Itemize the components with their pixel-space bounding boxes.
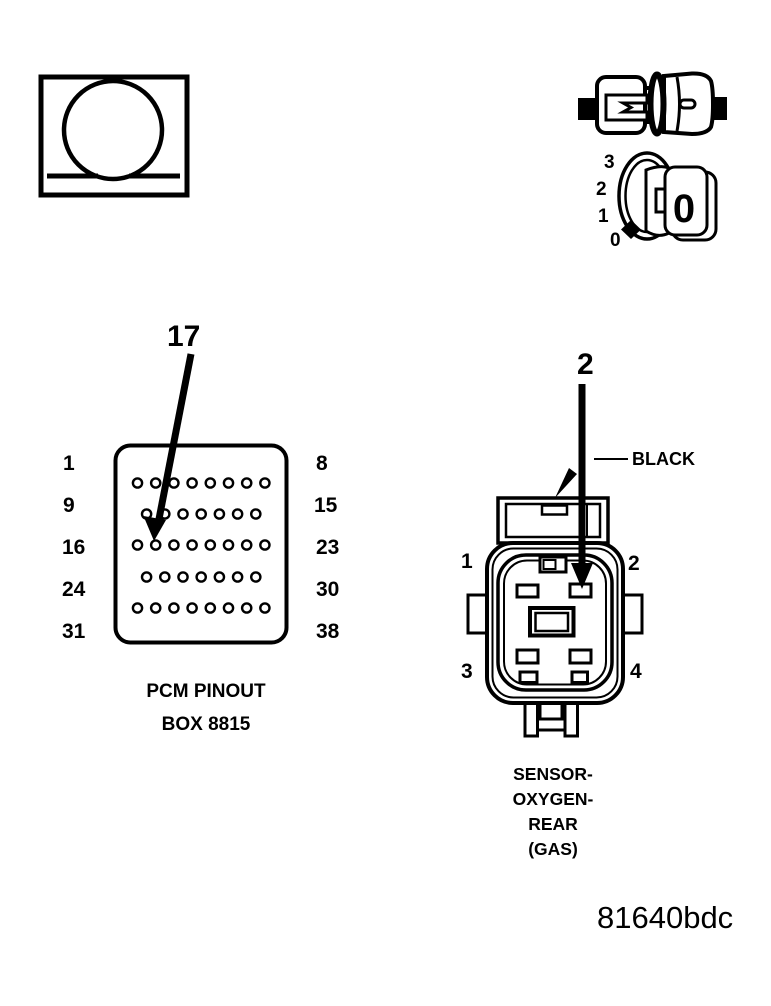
pcm-pin bbox=[240, 477, 253, 489]
cavity-slot-1 bbox=[515, 583, 540, 599]
pcm-row-label-right-8: 8 bbox=[316, 452, 328, 475]
dial-scale-label-0: 0 bbox=[610, 230, 621, 251]
pcm-pin bbox=[186, 539, 198, 551]
pcm-row-label-right-15: 15 bbox=[314, 494, 338, 517]
sensor-cavity-label-4: 4 bbox=[630, 660, 642, 683]
pcm-pin bbox=[177, 571, 189, 583]
sensor-body-second bbox=[491, 547, 619, 699]
pcm-pin bbox=[213, 571, 226, 583]
pcm-pin bbox=[204, 539, 217, 551]
sensor-connector bbox=[466, 458, 644, 738]
pcm-pin bbox=[222, 477, 235, 489]
figure-code: 81640bdc bbox=[597, 900, 734, 935]
pcm-row-label-right-30: 30 bbox=[316, 578, 340, 601]
dial-scale-label-2: 2 bbox=[596, 179, 607, 200]
ohmmeter-symbol-icon bbox=[38, 74, 190, 198]
pcm-pin bbox=[195, 508, 207, 520]
pcm-pin bbox=[149, 602, 162, 614]
pcm-pin bbox=[168, 539, 180, 551]
pcm-pin bbox=[186, 477, 198, 489]
pcm-row-label-left-9: 9 bbox=[63, 494, 75, 517]
cavity-slot-4b bbox=[570, 670, 589, 684]
pcm-row-label-left-16: 16 bbox=[62, 536, 86, 559]
sensor-name-block: SENSOR- OXYGEN- REAR (GAS) bbox=[468, 762, 638, 862]
center-key-inner bbox=[534, 611, 570, 633]
pcm-pin bbox=[158, 571, 171, 583]
cavity-slot-4 bbox=[568, 648, 593, 665]
pcm-connector-outline bbox=[113, 443, 289, 645]
pcm-pin bbox=[249, 571, 262, 583]
pcm-pin bbox=[259, 477, 271, 489]
dial-key-front bbox=[663, 165, 709, 237]
pcm-arrow-shaft bbox=[155, 353, 195, 520]
pcm-title-line2: BOX 8815 bbox=[161, 714, 251, 735]
wire-color-label: BLACK bbox=[632, 449, 695, 469]
pcm-pin bbox=[240, 602, 253, 614]
sensor-name-line-1: SENSOR- bbox=[513, 764, 593, 784]
omega-circle bbox=[61, 78, 165, 182]
pcm-pin bbox=[222, 539, 235, 551]
pcm-pin bbox=[186, 602, 198, 614]
pcm-pin bbox=[231, 508, 244, 520]
pcm-pin bbox=[204, 477, 217, 489]
pcm-pin bbox=[168, 602, 180, 614]
meter-dial-icon: 0 bbox=[617, 151, 718, 242]
pcm-row-label-left-1: 1 bbox=[63, 452, 75, 475]
pcm-pin bbox=[131, 477, 144, 489]
dial-hub bbox=[644, 165, 671, 237]
pcm-callout-arrow bbox=[143, 353, 195, 541]
pcm-row-label-left-24: 24 bbox=[62, 578, 86, 601]
female-terminal-ring bbox=[647, 71, 667, 137]
pcm-row-label-right-38: 38 bbox=[316, 620, 340, 643]
cavity-slot-3b bbox=[518, 670, 539, 684]
pcm-pin bbox=[259, 602, 271, 614]
sensor-callout-arrow bbox=[571, 384, 593, 589]
pcm-pin bbox=[240, 539, 253, 551]
sensor-cavity-label-2: 2 bbox=[628, 552, 640, 575]
pcm-pin-grid bbox=[131, 477, 271, 614]
sensor-cavity-label-1: 1 bbox=[461, 550, 473, 573]
bottom-tab-left-leg bbox=[523, 701, 539, 738]
sensor-callout-label: 2 bbox=[577, 348, 594, 381]
pcm-title-line1: PCM PINOUT bbox=[146, 681, 266, 702]
bottom-tab-bridge bbox=[535, 717, 567, 732]
dial-scale-label-1: 1 bbox=[598, 206, 609, 227]
sensor-name-line-4: (GAS) bbox=[528, 839, 578, 859]
latch-pointer-wedge bbox=[555, 468, 577, 498]
mating-terminal-probes-icon bbox=[578, 71, 727, 137]
pcm-pin bbox=[204, 602, 217, 614]
pcm-arrow-head bbox=[143, 516, 166, 541]
top-index-slot-inner bbox=[542, 559, 557, 570]
sensor-name-line-3: REAR bbox=[528, 814, 578, 834]
pcm-pin bbox=[259, 539, 271, 551]
pcm-pin bbox=[140, 571, 153, 583]
pcm-pin bbox=[131, 539, 144, 551]
pcm-pin bbox=[131, 602, 144, 614]
pcm-pin bbox=[177, 508, 189, 520]
sensor-arrow-head bbox=[571, 563, 593, 589]
dial-scale-label-3: 3 bbox=[604, 152, 615, 173]
sensor-rear-latch-slot bbox=[540, 504, 569, 516]
bottom-tab-right-leg bbox=[563, 701, 579, 738]
dial-pointer-diamond bbox=[621, 220, 641, 239]
pcm-row-label-right-23: 23 bbox=[316, 536, 340, 559]
ohmmeter-box bbox=[38, 74, 190, 198]
pcm-pin bbox=[249, 508, 262, 520]
pcm-pin bbox=[149, 477, 162, 489]
cavity-slot-3 bbox=[515, 648, 540, 665]
pcm-callout-label: 17 bbox=[167, 320, 201, 353]
sensor-name-line-2: OXYGEN- bbox=[512, 789, 594, 809]
pcm-pin bbox=[195, 571, 207, 583]
pcm-connector bbox=[113, 443, 289, 645]
dial-reading: 0 bbox=[673, 187, 695, 231]
female-terminal-slot bbox=[678, 98, 697, 110]
male-terminal-fork bbox=[604, 93, 649, 122]
pcm-pin bbox=[213, 508, 226, 520]
pcm-row-label-left-31: 31 bbox=[62, 620, 86, 643]
sensor-cavity-label-3: 3 bbox=[461, 660, 473, 683]
pcm-pin bbox=[149, 539, 162, 551]
pcm-pin bbox=[222, 602, 235, 614]
pcm-pin bbox=[231, 571, 244, 583]
